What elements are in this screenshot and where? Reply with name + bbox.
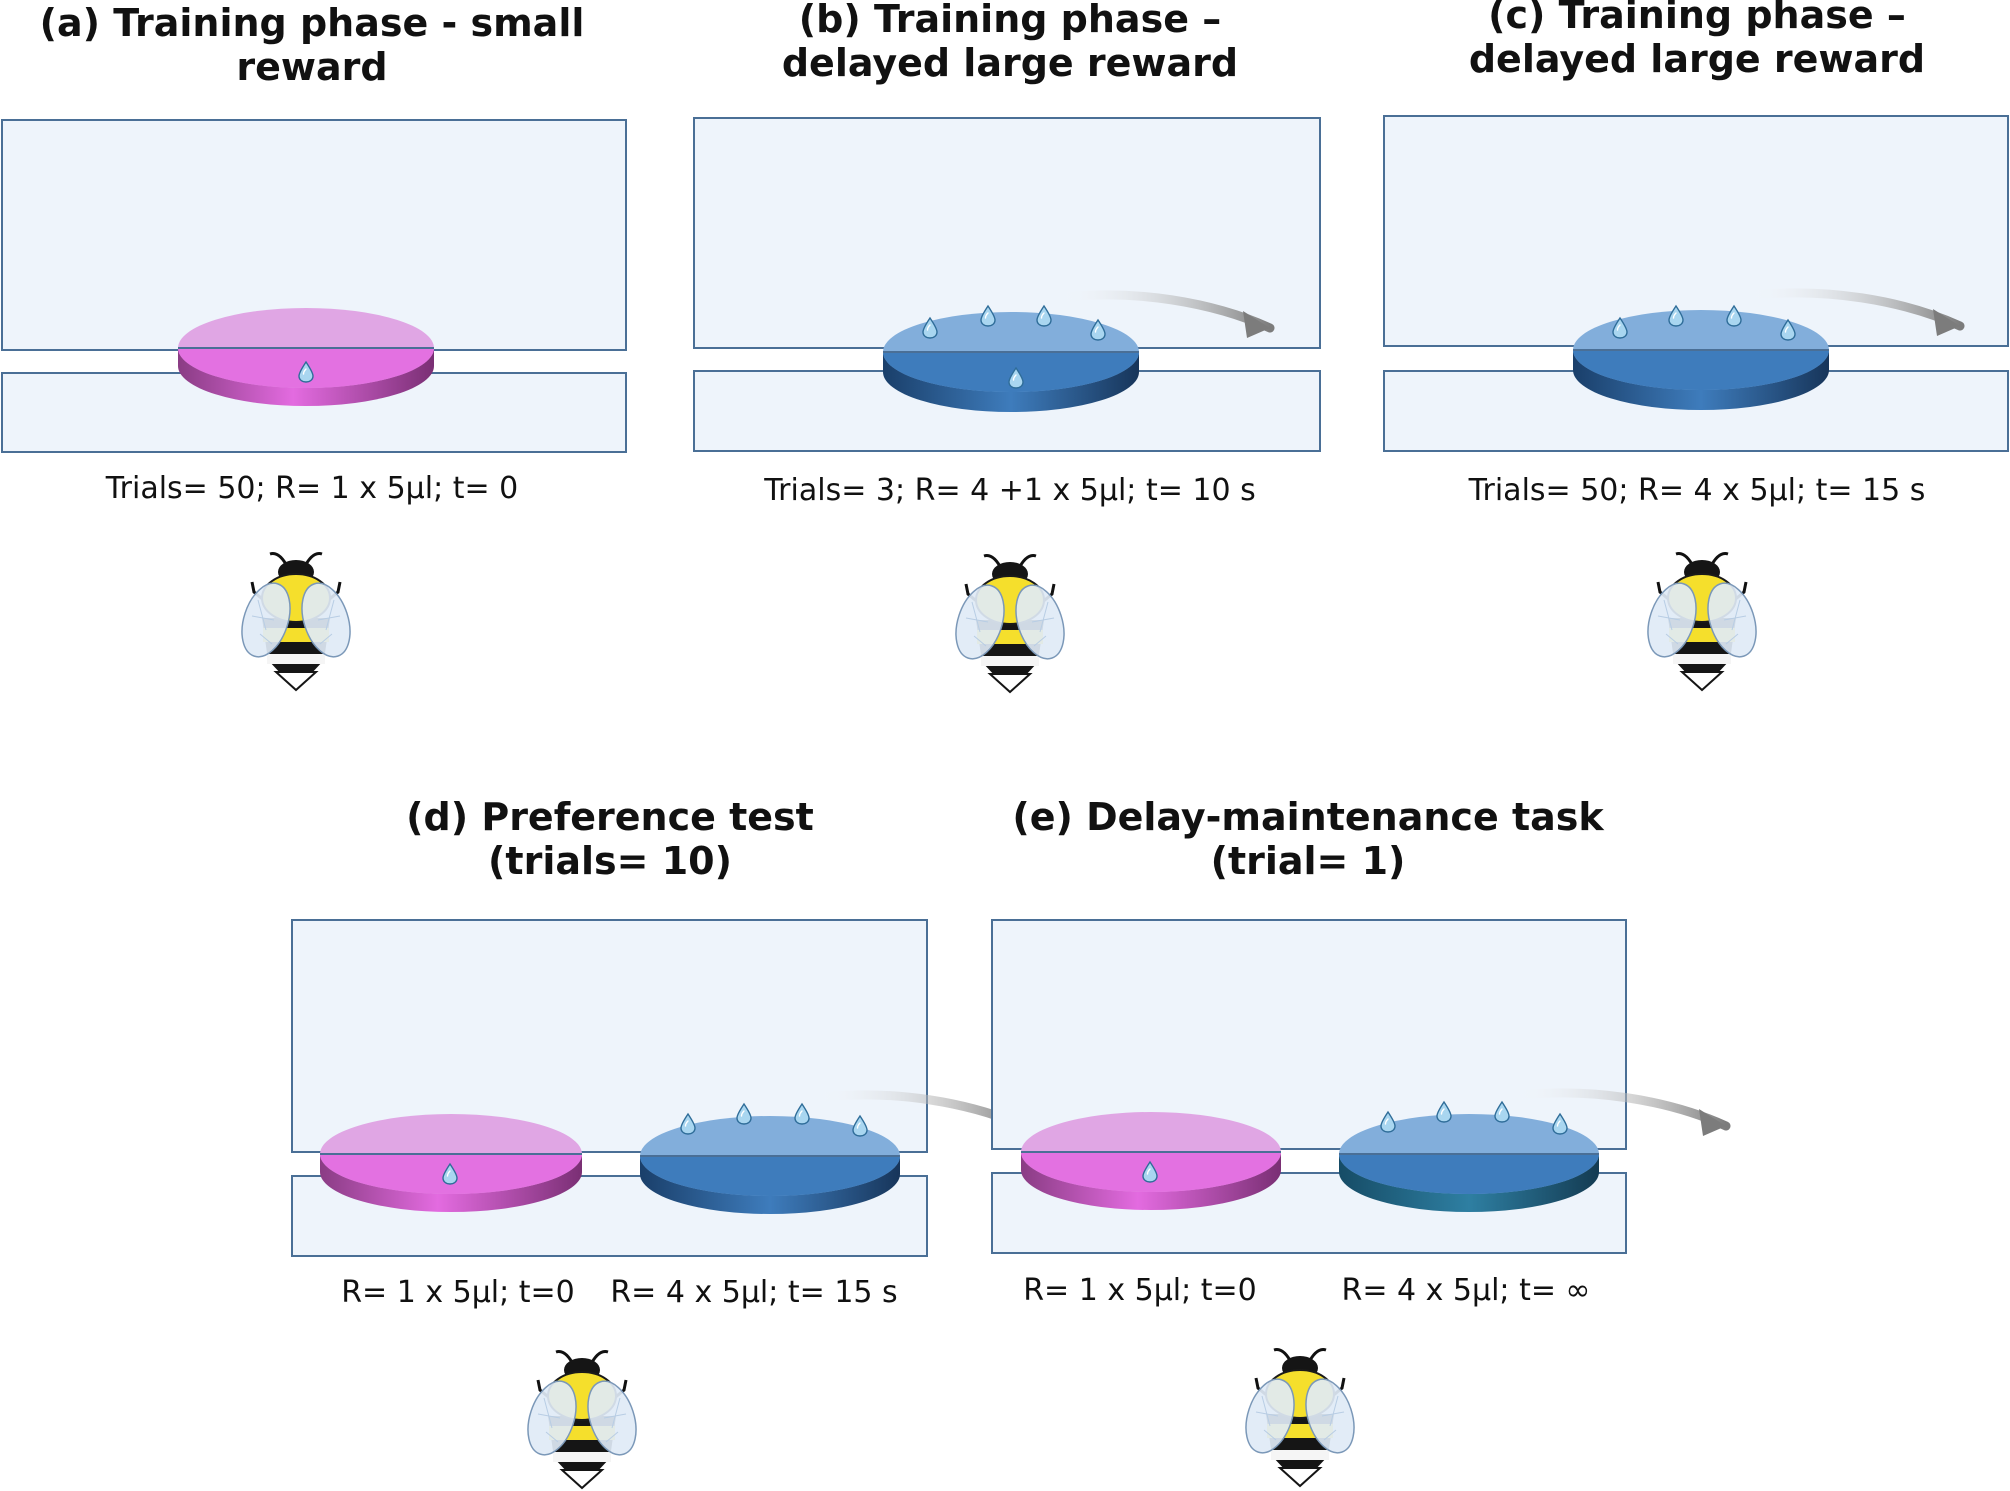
panel-b-title-line1: (b) Training phase –	[799, 0, 1221, 41]
large-reward-disk	[1339, 1101, 1599, 1212]
panel-c-title-line2: delayed large reward	[1469, 37, 1925, 81]
panel-d-caption-right: R= 4 x 5µl; t= 15 s	[610, 1275, 897, 1310]
large-reward-disk	[640, 1103, 900, 1214]
panel-e-caption-right: R= 4 x 5µl; t= ∞	[1341, 1273, 1590, 1308]
panel-e-title-line1: (e) Delay-maintenance task	[1012, 795, 1604, 839]
small-reward-disk	[320, 1114, 582, 1212]
bee-icon	[1637, 552, 1767, 692]
panel-a: (a) Training phase - small reward Trials…	[1, 1, 627, 692]
small-reward-disk	[178, 308, 434, 406]
chamber-upper	[291, 919, 928, 1153]
panel-d: (d) Preference test (trials= 10) R= 1 x …	[291, 795, 1028, 1490]
bee-icon	[1235, 1348, 1365, 1488]
panel-b-caption: Trials= 3; R= 4 +1 x 5µl; t= 10 s	[763, 473, 1255, 508]
bee-icon	[945, 554, 1075, 694]
panel-b-title-line2: delayed large reward	[782, 41, 1238, 85]
panel-b: (b) Training phase – delayed large rewar…	[693, 0, 1321, 694]
panel-c: (c) Training phase – delayed large rewar…	[1383, 0, 2009, 692]
panel-a-title-line2: reward	[236, 45, 387, 89]
bee-icon	[231, 552, 361, 692]
panel-e-caption-left: R= 1 x 5µl; t=0	[1023, 1273, 1257, 1308]
large-reward-disk	[883, 305, 1139, 412]
panel-a-caption: Trials= 50; R= 1 x 5µl; t= 0	[105, 471, 519, 506]
panel-d-title-line1: (d) Preference test	[406, 795, 814, 839]
panel-e: (e) Delay-maintenance task (trial= 1) R=…	[991, 795, 1726, 1488]
small-reward-disk	[1021, 1112, 1281, 1210]
chamber-upper	[991, 919, 1627, 1150]
bee-icon	[517, 1350, 647, 1490]
panel-e-title-line2: (trial= 1)	[1211, 839, 1406, 883]
panel-a-title-line1: (a) Training phase - small	[40, 1, 585, 45]
large-reward-disk	[1573, 305, 1829, 410]
panel-c-title-line1: (c) Training phase –	[1488, 0, 1906, 37]
panel-c-caption: Trials= 50; R= 4 x 5µl; t= 15 s	[1468, 473, 1926, 508]
panel-d-caption-left: R= 1 x 5µl; t=0	[341, 1275, 575, 1310]
panel-d-title-line2: (trials= 10)	[488, 839, 732, 883]
